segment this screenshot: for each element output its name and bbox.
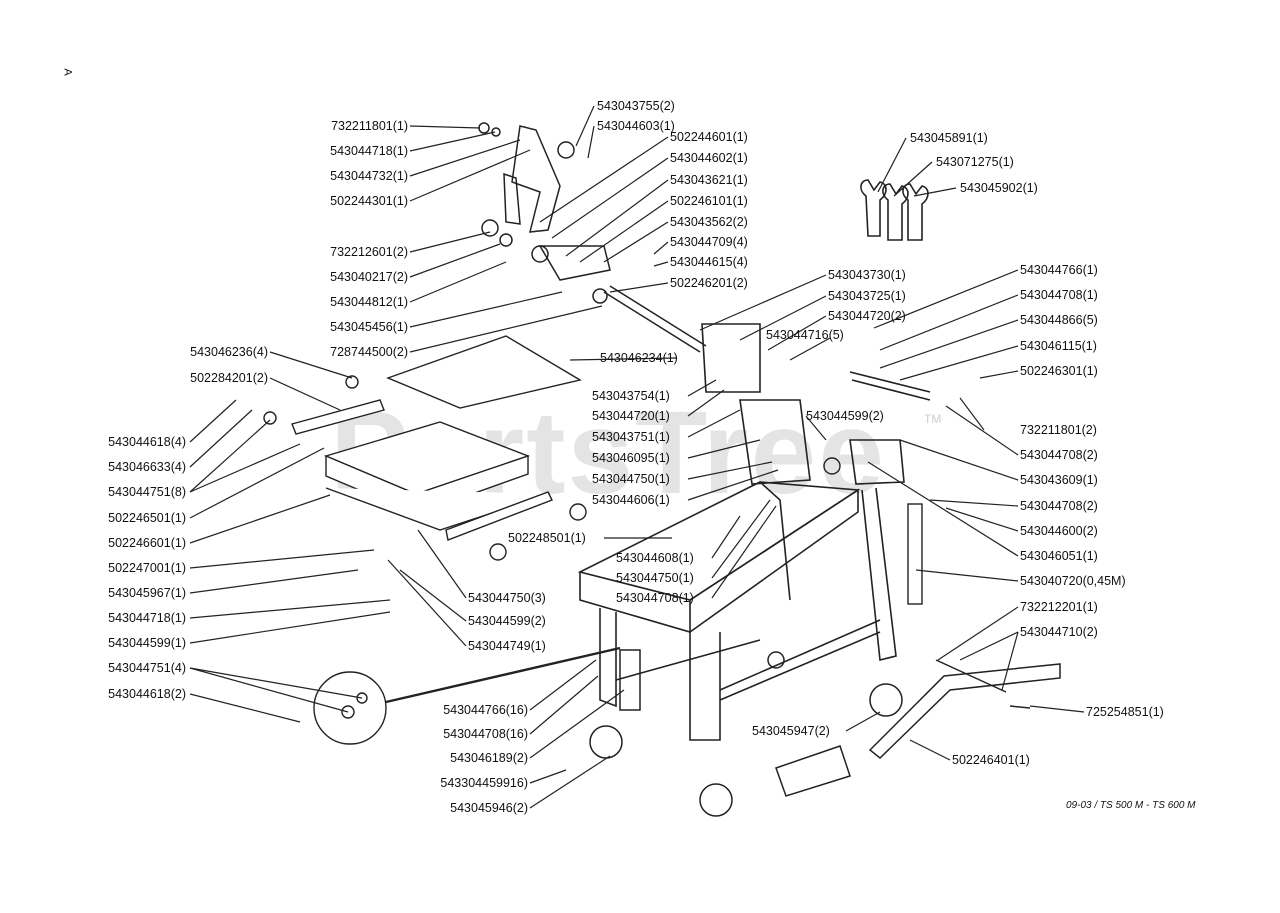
part-label: 543044716(5) [766,328,844,342]
part-label: 543045947(2) [752,724,830,738]
part-label: 543044606(1) [592,493,670,507]
part-label: 543044615(4) [670,255,748,269]
part-label: 543071275(1) [936,155,1014,169]
part-label: 543045456(1) [330,320,408,334]
part-label: 543044766(16) [443,703,528,717]
diagram-reference-footer: 09-03 / TS 500 M - TS 600 M [1066,800,1196,811]
part-label: 543044720(1) [592,409,670,423]
part-label: 543046633(4) [108,460,186,474]
part-label: 502246101(1) [670,194,748,208]
part-label: 543044599(2) [806,409,884,423]
part-label: 543043609(1) [1020,473,1098,487]
part-label: 543304459916) [440,776,528,790]
part-label: 543044709(4) [670,235,748,249]
part-label: 543044618(2) [108,687,186,701]
part-label: 543043754(1) [592,389,670,403]
part-label: 543044708(1) [616,591,694,605]
part-label: 543044749(1) [468,639,546,653]
part-label: 732212201(1) [1020,600,1098,614]
part-label: 502284201(2) [190,371,268,385]
part-label: 543045902(1) [960,181,1038,195]
part-label: 543044750(1) [616,571,694,585]
part-label: 543044750(1) [592,472,670,486]
part-label: 543044750(3) [468,591,546,605]
part-label: 732212601(2) [330,245,408,259]
part-label: 543043751(1) [592,430,670,444]
part-label: 543043730(1) [828,268,906,282]
part-label: 543044708(2) [1020,448,1098,462]
part-label: 502246501(1) [108,511,186,525]
part-label: 543040720(0,45M) [1020,574,1126,588]
part-label: 543046236(4) [190,345,268,359]
part-label: 543044720(2) [828,309,906,323]
part-label: 543043562(2) [670,215,748,229]
part-label: 543044608(1) [616,551,694,565]
part-label: 543044603(1) [597,119,675,133]
part-label: 543044708(1) [1020,288,1098,302]
part-label: 543044602(1) [670,151,748,165]
part-label: 543040217(2) [330,270,408,284]
part-label: 543044766(1) [1020,263,1098,277]
watermark-trademark: TM [924,412,942,426]
part-label: 502246201(2) [670,276,748,290]
part-label: 502246401(1) [952,753,1030,767]
part-label: 543044718(1) [108,611,186,625]
part-label: 543044812(1) [330,295,408,309]
part-label: 543043621(1) [670,173,748,187]
part-label: 543046051(1) [1020,549,1098,563]
part-label: 728744500(2) [330,345,408,359]
part-label: 725254851(1) [1086,705,1164,719]
part-label: 543044708(2) [1020,499,1098,513]
part-label: 543044718(1) [330,144,408,158]
part-label: 502248501(1) [508,531,586,545]
part-label: 543044599(1) [108,636,186,650]
part-label: 502247001(1) [108,561,186,575]
part-label: 543046115(1) [1020,339,1097,353]
part-label: 543045967(1) [108,586,186,600]
part-label: 543044751(4) [108,661,186,675]
part-label: 543044708(16) [443,727,528,741]
part-label: 543045946(2) [450,801,528,815]
part-label: 543044751(8) [108,485,186,499]
part-label: 543044618(4) [108,435,186,449]
part-label: 543046189(2) [450,751,528,765]
part-label: 543046234(1) [600,351,678,365]
part-label: 543044599(2) [468,614,546,628]
part-label: 543044600(2) [1020,524,1098,538]
part-label: 543043725(1) [828,289,906,303]
part-label: 543044710(2) [1020,625,1098,639]
part-label: 543043755(2) [597,99,675,113]
part-label: 502246601(1) [108,536,186,550]
part-label: 543046095(1) [592,451,670,465]
part-label: 502246301(1) [1020,364,1098,378]
part-label: 502244301(1) [330,194,408,208]
part-label: 543044732(1) [330,169,408,183]
part-label: 732211801(1) [331,119,408,133]
part-label: 502244601(1) [670,130,748,144]
part-label: 543044866(5) [1020,313,1098,327]
part-label: 732211801(2) [1020,423,1097,437]
part-label: 543045891(1) [910,131,988,145]
